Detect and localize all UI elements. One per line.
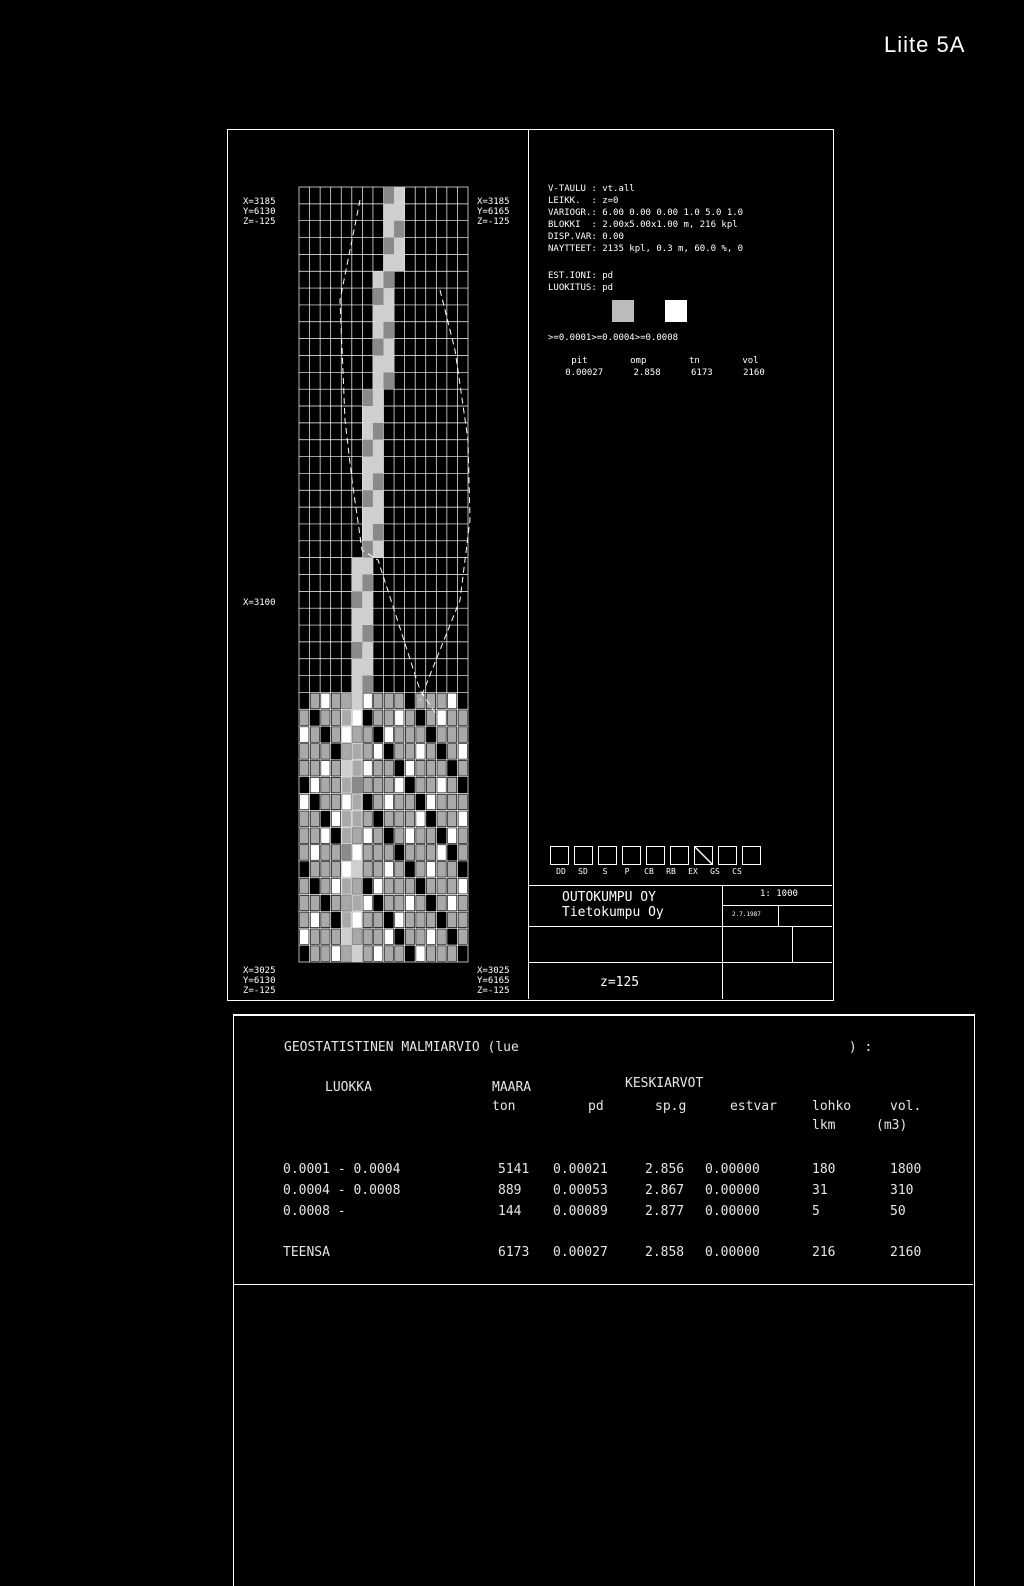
- subhdr-estvar: estvar: [730, 1099, 777, 1114]
- subhdr-vol: vol.: [890, 1099, 922, 1114]
- scale-label: 1: 1000: [760, 889, 798, 899]
- cell-ton: 5141: [498, 1162, 530, 1177]
- cell-estvar: 0.00000: [705, 1183, 760, 1198]
- subhdr-m3: (m3): [876, 1118, 908, 1133]
- cell-vol: 2160: [890, 1245, 922, 1260]
- estimate-table-frame: [233, 1014, 975, 1586]
- col-maara: MAARA: [492, 1080, 532, 1095]
- legend-label: DD: [556, 867, 566, 876]
- col-luokka: LUOKKA: [325, 1080, 372, 1095]
- cell-lohko: 5: [812, 1204, 820, 1219]
- subhdr-spg: sp.g: [655, 1099, 687, 1114]
- titleblock-vline: [722, 885, 723, 999]
- cell-pd: 0.00027: [553, 1245, 608, 1260]
- cell-spg: 2.867: [645, 1183, 685, 1198]
- legend-box: [622, 846, 641, 865]
- cell-estvar: 0.00000: [705, 1204, 760, 1219]
- legend-box: [598, 846, 617, 865]
- legend-label: RB: [666, 867, 676, 876]
- subhdr-pd: pd: [588, 1099, 604, 1114]
- legend-box: [646, 846, 665, 865]
- titleblock-line-top: [528, 885, 832, 886]
- company-name: OUTOKUMPU OY Tietokumpu Oy: [562, 890, 664, 920]
- cell-luokka: TEENSA: [283, 1245, 330, 1260]
- cell-luokka: 0.0001 - 0.0004: [283, 1162, 401, 1177]
- cell-estvar: 0.00000: [705, 1162, 760, 1177]
- titleblock-line-low: [528, 962, 832, 963]
- legend-label: P: [624, 867, 630, 876]
- estimate-table-bottom: [233, 1284, 973, 1285]
- plot-sheet-frame: [227, 129, 834, 1001]
- legend-box: [574, 846, 593, 865]
- coord-mid-left: X=3100: [243, 598, 276, 608]
- appendix-label: Liite 5A: [884, 32, 966, 57]
- contour-lines: [339, 199, 471, 721]
- cell-pd: 0.00021: [553, 1162, 608, 1177]
- titleblock-date-vline: [778, 905, 779, 926]
- cell-luokka: 0.0008 -: [283, 1204, 346, 1219]
- col-keskiarvot: KESKIARVOT: [625, 1076, 704, 1091]
- table-title: GEOSTATISTINEN MALMIARVIO (lue) :: [284, 1040, 873, 1055]
- cell-estvar: 0.00000: [705, 1245, 760, 1260]
- cell-ton: 6173: [498, 1245, 530, 1260]
- parameter-block: V-TAULU : vt.all LEIKK. : z=0 VARIOGR.: …: [548, 184, 744, 254]
- cell-luokka: 0.0004 - 0.0008: [283, 1183, 401, 1198]
- legend-label: SD: [578, 867, 588, 876]
- legend-box: [694, 846, 713, 865]
- class-swatch-low: [612, 300, 634, 322]
- legend-label: EX: [688, 867, 698, 876]
- cell-vol: 50: [890, 1204, 906, 1219]
- legend-label: CS: [732, 867, 742, 876]
- class-swatch-high: [665, 300, 687, 322]
- titleblock-vline-2: [792, 926, 793, 962]
- cell-vol: 1800: [890, 1162, 922, 1177]
- titleblock-scale-line: [722, 905, 832, 906]
- legend-label: CB: [644, 867, 654, 876]
- legend-box: [718, 846, 737, 865]
- cell-spg: 2.877: [645, 1204, 685, 1219]
- date-label: 2.7.1987: [732, 911, 761, 918]
- cell-lohko: 180: [812, 1162, 836, 1177]
- titleblock-line-mid: [528, 926, 832, 927]
- rock-type-legend: DD SD S P CB RB EX GS CS: [550, 846, 766, 876]
- z-level-label: z=125: [600, 975, 640, 990]
- legend-label: S: [602, 867, 608, 876]
- cell-vol: 310: [890, 1183, 914, 1198]
- cell-spg: 2.858: [645, 1245, 685, 1260]
- legend-box: [742, 846, 761, 865]
- estimation-block: EST.IONI: pd LUOKITUS: pd: [548, 271, 614, 293]
- legend-label: GS: [710, 867, 720, 876]
- block-model-plot: [298, 186, 471, 963]
- cell-pd: 0.00089: [553, 1204, 608, 1219]
- class-ranges: >=0.0001>=0.0004>=0.0008: [548, 333, 679, 343]
- legend-box: [670, 846, 689, 865]
- cell-spg: 2.856: [645, 1162, 685, 1177]
- cell-ton: 889: [498, 1183, 522, 1198]
- panel-divider: [528, 129, 529, 999]
- cell-ton: 144: [498, 1204, 522, 1219]
- cell-pd: 0.00053: [553, 1183, 608, 1198]
- subhdr-lkm: lkm: [812, 1118, 836, 1133]
- cell-lohko: 216: [812, 1245, 836, 1260]
- cell-lohko: 31: [812, 1183, 828, 1198]
- subhdr-ton: ton: [492, 1099, 516, 1114]
- subhdr-lohko: lohko: [812, 1099, 852, 1114]
- legend-box: [550, 846, 569, 865]
